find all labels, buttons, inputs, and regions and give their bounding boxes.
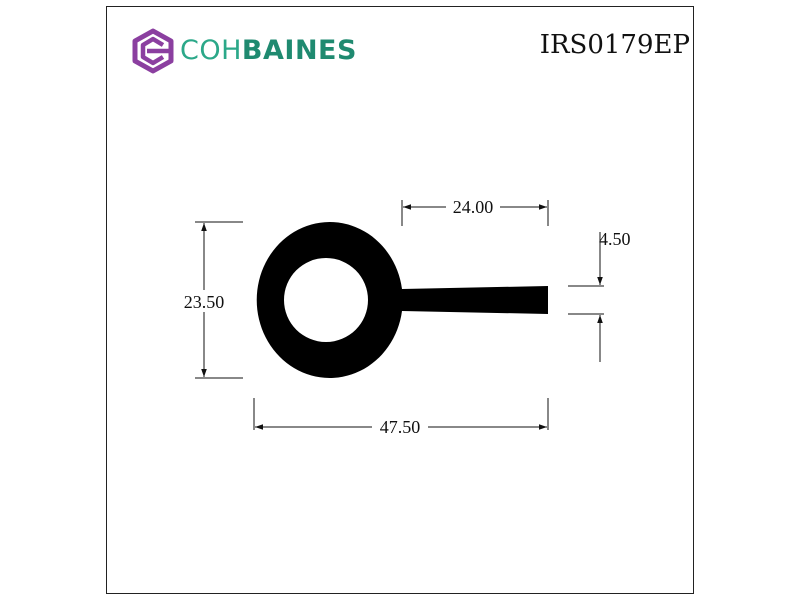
brand-name-light: COH <box>180 35 242 66</box>
brand-name: COHBAINES <box>180 28 357 74</box>
cohbaines-logo-icon <box>132 28 174 74</box>
height-dimension <box>195 221 243 379</box>
overall-width-label: 47.50 <box>380 417 421 437</box>
seal-profile-shape <box>256 221 548 378</box>
brand-name-bold: BAINES <box>241 35 357 66</box>
brand-logo: COHBAINES <box>130 28 357 74</box>
fin-length-dimension <box>401 200 549 226</box>
height-dimension-label: 23.50 <box>184 292 225 312</box>
fin-thickness-label: 4.50 <box>599 229 631 249</box>
fin-thickness-dimension <box>568 232 604 362</box>
fin-length-label: 24.00 <box>453 197 494 217</box>
part-number: IRS0179EP <box>539 30 690 60</box>
overall-width-dimension <box>253 398 549 430</box>
